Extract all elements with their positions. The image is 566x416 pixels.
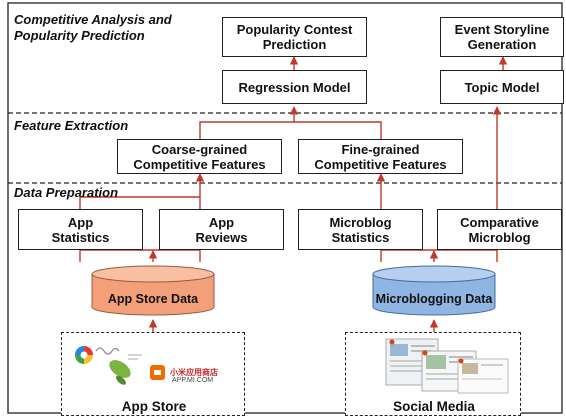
app-store-data-label: App Store Data (107, 292, 199, 306)
mi-store-icon (150, 365, 165, 380)
microblog-statistics-box: Microblog Statistics (298, 209, 423, 250)
social-media-source-label: Social Media (393, 399, 475, 414)
fine-features-box: Fine-grained Competitive Features (298, 139, 463, 174)
social-media-screenshots (385, 338, 509, 394)
section-label-features: Feature Extraction (14, 118, 129, 133)
app-reviews-box: App Reviews (159, 209, 284, 250)
pinwheel-logo-icon (75, 346, 93, 364)
microblog-page-icon-3 (457, 358, 509, 394)
xiaomi-store-url: APP.MI.COM (172, 377, 214, 384)
coarse-features-box: Coarse-grained Competitive Features (117, 139, 282, 174)
section-label-analysis: Competitive Analysis and Popularity Pred… (14, 12, 172, 43)
microblogging-data-label: Microblogging Data (375, 292, 493, 306)
app-statistics-box: App Statistics (18, 209, 143, 250)
app-store-data-cylinder (91, 265, 215, 316)
event-storyline-box: Event Storyline Generation (440, 17, 564, 57)
connector-arrows (79, 56, 508, 332)
leaf-logo-icon (109, 360, 131, 385)
social-media-source: Social Media (345, 332, 521, 416)
comparative-microblog-box: Comparative Microblog (437, 209, 562, 250)
popularity-prediction-box: Popularity Contest Prediction (222, 17, 367, 57)
app-store-logos (75, 346, 165, 385)
script-logo-icon (95, 347, 120, 355)
app-store-source: 小米应用商店 APP.MI.COM App Store (61, 332, 245, 416)
xiaomi-store-name: 小米应用商店 (170, 368, 218, 377)
app-store-source-label: App Store (121, 399, 187, 414)
regression-model-box: Regression Model (222, 70, 367, 104)
microblogging-data-cylinder (372, 265, 496, 316)
topic-model-box: Topic Model (440, 70, 564, 104)
section-label-preparation: Data Preparation (14, 185, 119, 200)
